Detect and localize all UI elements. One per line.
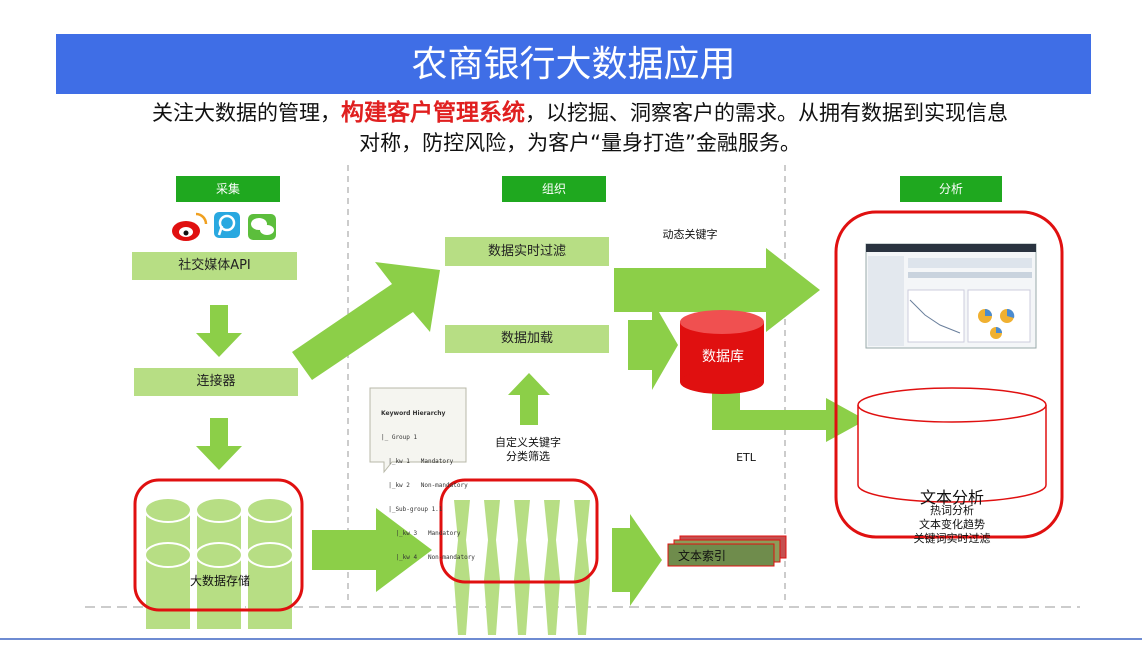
- section-tag-collect: 采集: [176, 176, 280, 202]
- storage-label: 大数据存储: [189, 574, 250, 588]
- realtime-filter-box: 数据实时过滤: [445, 237, 609, 266]
- subtitle-line2: 对称，防控风险，为客户“量身打造”金融服务。: [359, 131, 801, 155]
- kh-line-3: |_Sub-group 1.1: [381, 506, 443, 513]
- text-analysis-title: 文本分析: [919, 488, 984, 507]
- text-analysis-item-1: 文本变化趋势: [919, 518, 985, 531]
- section-tag-organize: 组织: [502, 176, 606, 202]
- storage-outline: [133, 478, 304, 612]
- arrow-storage-right: [312, 508, 432, 592]
- page-title: 农商银行大数据应用: [56, 34, 1091, 94]
- kh-line-2: |_kw 2 Non-mandatory: [381, 482, 468, 489]
- social-api-box: 社交媒体API: [132, 252, 297, 280]
- arrow-etl: [712, 380, 866, 442]
- arrow-down-2: [196, 418, 242, 470]
- text-index-label: 文本索引: [678, 549, 727, 563]
- dashboard-thumbnail: [865, 243, 1037, 349]
- subtitle: 关注大数据的管理，构建客户管理系统，以挖掘、洞察客户的需求。从拥有数据到实现信息…: [60, 98, 1100, 158]
- text-analysis-item-2: 关键词实时过滤: [913, 532, 991, 545]
- dynamic-keyword-label: 动态关键字: [662, 228, 718, 241]
- text-analysis-items: 热词分析 文本变化趋势 关键词实时过滤: [872, 504, 1032, 546]
- database-cylinder: [680, 310, 764, 394]
- arrow-up: [508, 373, 550, 425]
- subtitle-part1: 关注大数据的管理，: [152, 101, 341, 125]
- custom-keyword-line1: 自定义关键字: [495, 436, 561, 449]
- analysis-outline: [834, 210, 1064, 539]
- subtitle-highlight: 构建客户管理系统: [341, 100, 525, 126]
- p-app-icon: [214, 212, 240, 238]
- arrow-down-1: [196, 305, 242, 357]
- keyword-hierarchy-callout: [369, 387, 467, 474]
- connector-box: 连接器: [134, 368, 298, 396]
- text-index-stack: [667, 535, 787, 567]
- etl-label: ETL: [736, 451, 756, 464]
- arrow-to-db: [628, 300, 678, 390]
- shards-outline: [439, 478, 599, 584]
- custom-keyword-label: 自定义关键字 分类筛选: [478, 436, 578, 464]
- shard-columns: [454, 500, 590, 635]
- custom-keyword-line2: 分类筛选: [506, 450, 550, 463]
- section-tag-analyze: 分析: [900, 176, 1002, 202]
- kh-line-1: |_kw 1 Mandatory: [381, 458, 454, 465]
- keyword-hierarchy-title: Keyword Hierarchy: [381, 410, 446, 417]
- kh-line-5: |_kw 4 Non-mandatory: [381, 554, 475, 561]
- text-analysis-item-0: 热词分析: [930, 504, 974, 517]
- database-label: 数据库: [702, 349, 744, 365]
- text-analysis-cylinder: [857, 387, 1047, 503]
- arrow-to-index: [612, 514, 662, 606]
- keyword-hierarchy-text: Keyword Hierarchy |_ Group 1 |_kw 1 Mand…: [381, 394, 475, 570]
- kh-line-0: |_ Group 1: [381, 434, 418, 441]
- bottom-rule: [0, 638, 1142, 640]
- kh-line-4: |_kw 3 Mandatory: [381, 530, 461, 537]
- subtitle-part2: ，以挖掘、洞察客户的需求。从拥有数据到实现信息: [525, 101, 1008, 125]
- wechat-icon: [248, 214, 276, 240]
- arrow-big-right: [614, 248, 820, 332]
- arrow-diagonal: [292, 262, 440, 380]
- weibo-icon: [172, 212, 208, 241]
- data-load-box: 数据加载: [445, 325, 609, 353]
